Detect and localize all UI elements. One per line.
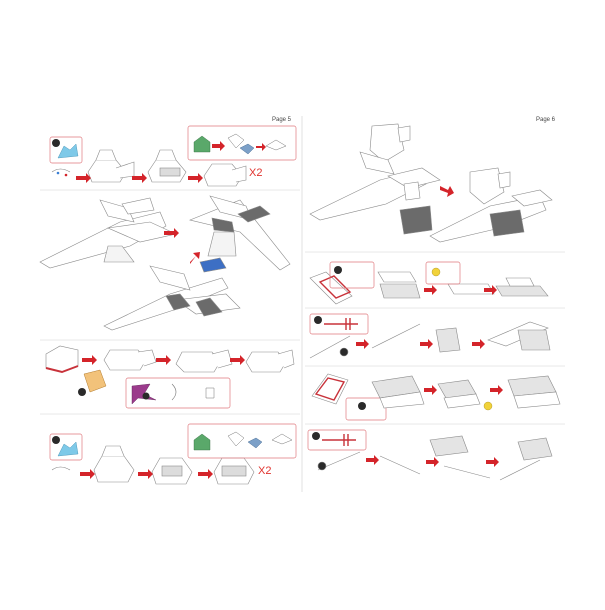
tab-marker: [56, 171, 60, 175]
tab-marker: [64, 173, 68, 177]
part-number-badge: [142, 392, 150, 400]
part-highlight-box: [49, 136, 83, 164]
engine-step-2: [147, 149, 187, 183]
fuselage-assembly-right: [429, 167, 553, 243]
arrow: [80, 469, 213, 479]
fold-line: [51, 168, 71, 173]
part-highlight-box: [187, 125, 297, 161]
yellow-part: [431, 267, 441, 277]
lightblue-part: [239, 143, 255, 155]
arrow: [424, 285, 497, 295]
rail-step-row3: [371, 375, 561, 409]
arrow: [76, 141, 266, 183]
part-highlight-box: [187, 423, 297, 459]
engine-step-row4: [93, 445, 255, 485]
part-highlight-box: [125, 377, 231, 409]
engine-step-1: [87, 149, 135, 183]
arrow: [440, 186, 454, 197]
part-highlight-box: [345, 397, 387, 421]
red-rod-part: [324, 318, 358, 330]
part-highlight-box: [49, 433, 83, 461]
part-number-badge: [52, 436, 60, 444]
part-number-badge: [314, 316, 322, 324]
blue-part: [57, 441, 79, 457]
wing-assembly-left: [39, 197, 177, 269]
wing-assembly-right: [189, 195, 291, 271]
multiplier-label: X2: [249, 167, 262, 179]
fold-line: [171, 383, 177, 401]
part-highlight-box: [307, 429, 367, 451]
blue-part: [57, 143, 79, 159]
engine-step-3: [203, 163, 247, 187]
arrow: [190, 252, 200, 264]
page-number-left: Page 5: [272, 117, 292, 123]
arrow: [356, 339, 485, 349]
yellow-part: [483, 401, 493, 411]
white-part: [265, 139, 287, 151]
arrow: [424, 385, 503, 395]
part-number-badge: [312, 432, 320, 440]
wing-assembly-lower: [103, 257, 241, 331]
arrow: [82, 355, 245, 365]
part-highlight-box: [309, 313, 369, 335]
red-rod-part: [322, 434, 356, 446]
part-number-badge: [78, 388, 86, 396]
lightblue-part: [247, 437, 263, 449]
multiplier-label: X2: [258, 465, 271, 477]
rod-step-row4: [317, 435, 553, 481]
arrow: [366, 455, 499, 467]
green-part: [193, 135, 211, 153]
orange-part: [83, 369, 107, 393]
part-number-badge: [358, 402, 366, 410]
red-frame-part-2: [311, 373, 349, 405]
fold-line: [51, 466, 71, 471]
green-part: [193, 433, 211, 451]
white-part: [227, 431, 245, 447]
part-highlight-box: [329, 261, 375, 289]
fuselage-assembly-top: [309, 123, 441, 235]
arrow: [164, 228, 179, 238]
white-part: [271, 433, 293, 445]
rod-step-row2: [309, 321, 551, 359]
page-number-right: Page 6: [536, 117, 556, 123]
part-number-badge: [52, 139, 60, 147]
rail-step-row1: [377, 271, 549, 299]
white-part: [227, 133, 245, 149]
part-number-badge: [334, 266, 342, 274]
part-highlight-box: [425, 261, 461, 285]
red-edge-part: [45, 345, 79, 374]
engine-step-row3: [103, 349, 295, 373]
white-part: [205, 387, 215, 399]
